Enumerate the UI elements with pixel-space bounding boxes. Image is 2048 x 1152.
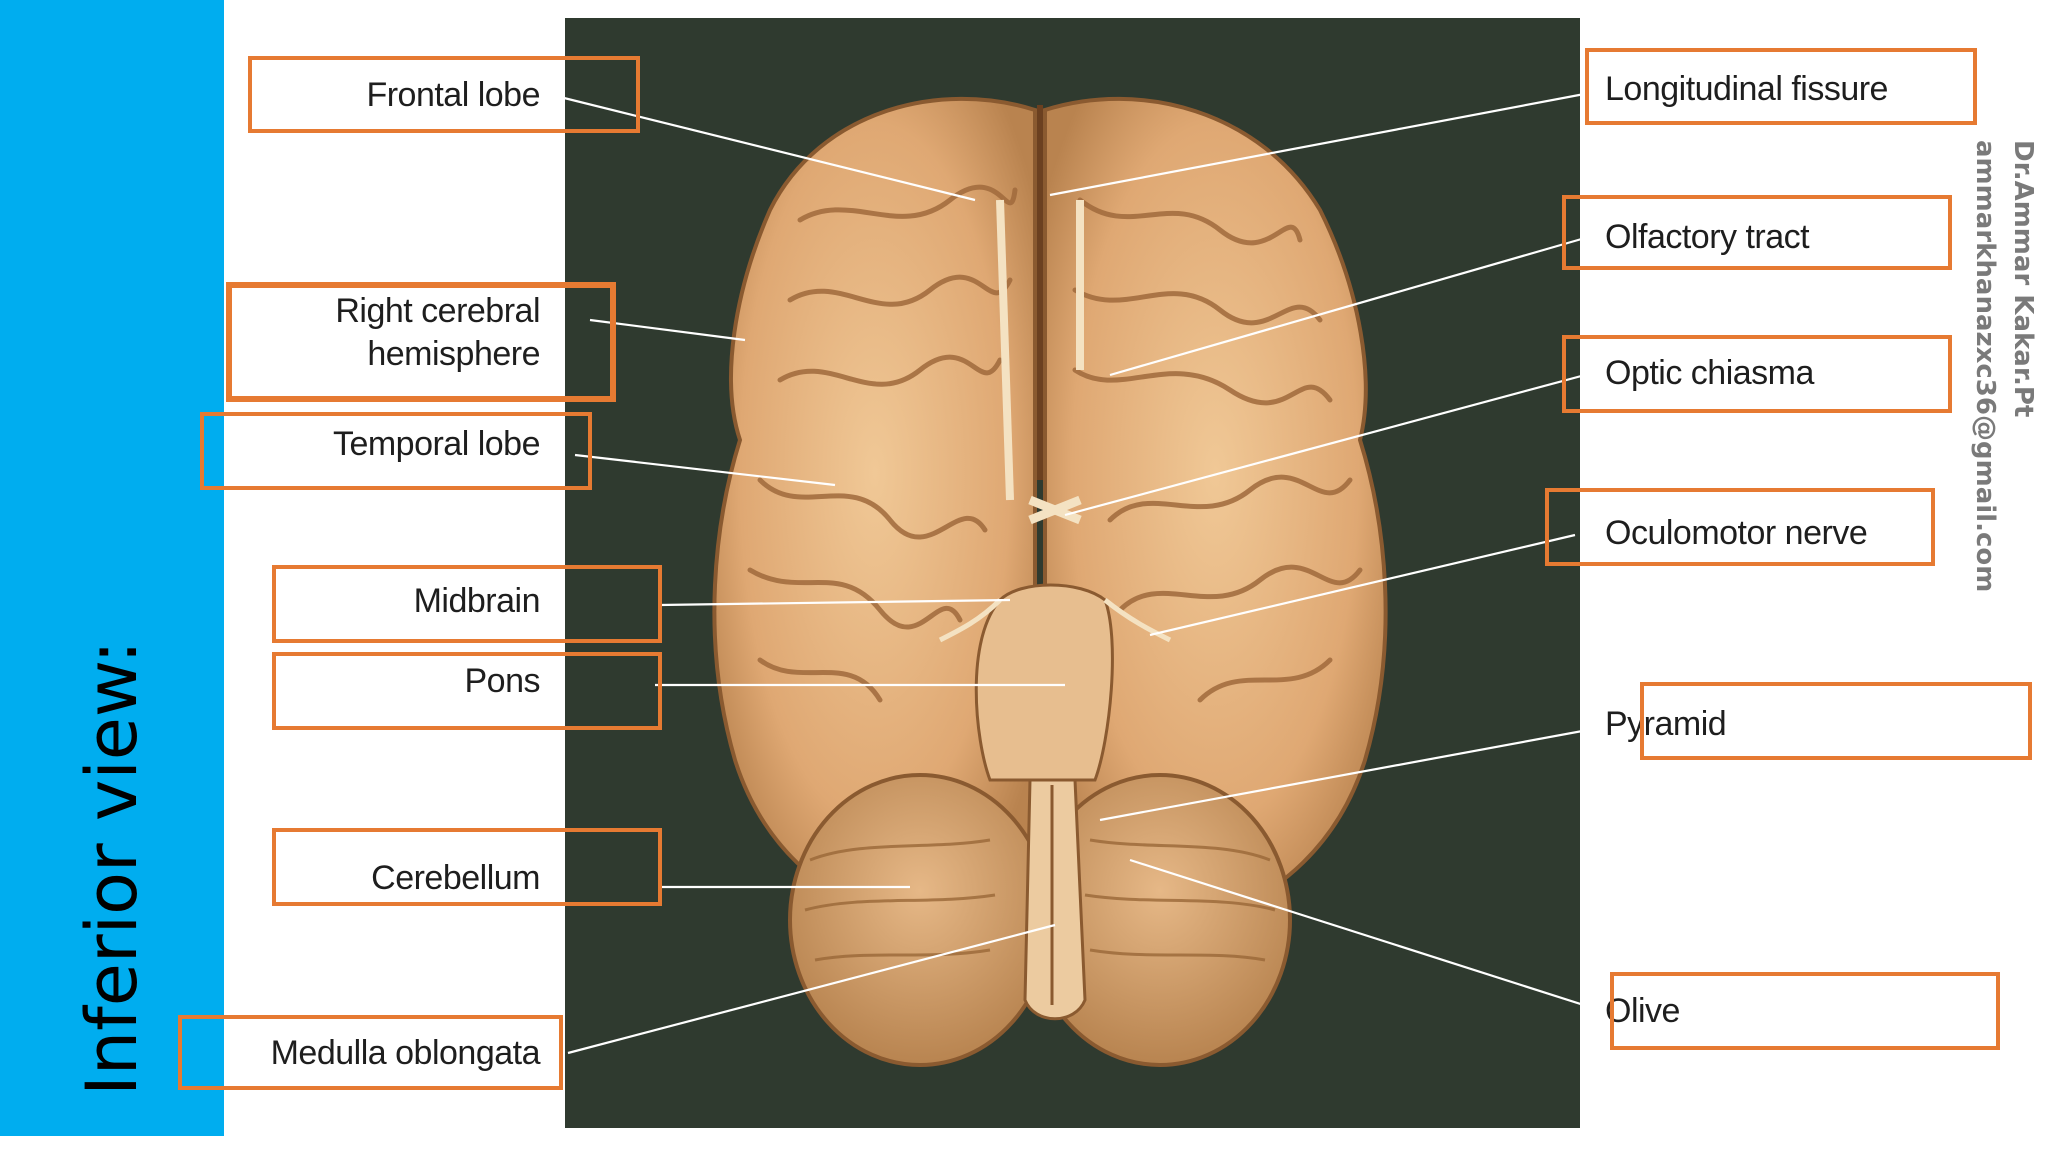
label-cerebellum: Cerebellum <box>371 859 540 897</box>
label-medulla-oblongata: Medulla oblongata <box>270 1034 541 1072</box>
box-midbrain <box>272 565 662 643</box>
box-olfactory-tract <box>1562 195 1952 270</box>
label-temporal-lobe: Temporal lobe <box>332 425 541 463</box>
cerebellum-left-lobe <box>788 773 1052 1067</box>
box-pons <box>272 652 662 730</box>
label-longitudinal-fissure: Longitudinal fissure <box>1605 70 1888 108</box>
label-olive: Olive <box>1605 992 1680 1030</box>
label-oculomotor-nerve: Oculomotor nerve <box>1605 514 1868 552</box>
title-sidebar: Inferior view: <box>0 0 224 1136</box>
watermark-email: ammarkhanazxc36@gmail.com <box>1970 140 2000 593</box>
label-frontal-lobe: Frontal lobe <box>366 76 540 114</box>
box-longitudinal-fissure <box>1585 48 1977 125</box>
box-optic-chiasma <box>1562 335 1952 413</box>
box-right-cerebral-hemisphere <box>226 282 616 402</box>
box-temporal-lobe <box>200 412 592 490</box>
watermark: Dr.Ammar Kakar.Pt ammarkhanazxc36@gmail.… <box>1970 140 2040 660</box>
watermark-name: Dr.Ammar Kakar.Pt <box>2008 140 2038 418</box>
box-olive <box>1610 972 2000 1050</box>
box-pyramid <box>1640 682 2032 760</box>
medulla-shape <box>1023 778 1087 1021</box>
box-medulla-oblongata <box>178 1015 563 1090</box>
label-olfactory-tract: Olfactory tract <box>1605 218 1810 256</box>
pons-shape <box>974 583 1114 782</box>
box-frontal-lobe <box>248 56 640 133</box>
label-pyramid: Pyramid <box>1605 705 1727 743</box>
leader-lines <box>551 90 1616 1055</box>
box-oculomotor-nerve <box>1545 488 1935 566</box>
box-cerebellum <box>272 828 662 906</box>
right-hemisphere <box>712 96 1037 933</box>
label-optic-chiasma: Optic chiasma <box>1605 354 1814 392</box>
label-midbrain: Midbrain <box>413 582 541 620</box>
label-right-cerebral-hemisphere: Right cerebral hemisphere <box>335 292 540 373</box>
label-pons: Pons <box>464 662 541 700</box>
